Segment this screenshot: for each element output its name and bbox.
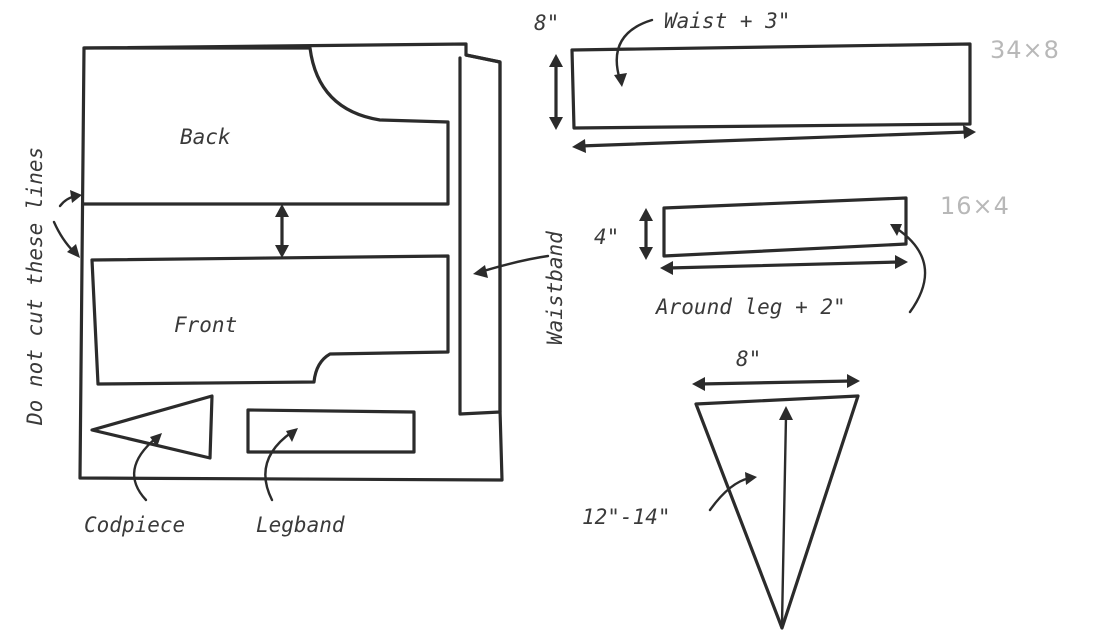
back-label: Back	[180, 125, 231, 149]
back-piece-outline	[82, 46, 450, 206]
do-not-cut-arrow-lower	[52, 220, 80, 258]
waistband-height-arrow	[549, 54, 563, 130]
waistband-label: Waistband	[543, 231, 567, 345]
legband-pencil-size: 16×4	[940, 192, 1010, 220]
legband-length-pointer	[890, 224, 927, 314]
legband-height-label: 4"	[594, 225, 619, 249]
codpiece-width-label: 8"	[736, 347, 761, 371]
codpiece-height-label: 12"-14"	[582, 505, 671, 529]
gap-dimension-arrow	[275, 204, 289, 258]
legband-length-arrow	[660, 255, 908, 275]
codpiece-height-arrow	[779, 406, 793, 626]
front-label: Front	[174, 313, 237, 337]
codpiece-width-arrow	[692, 374, 860, 391]
legband-length-label: Around leg + 2"	[654, 295, 846, 319]
waistband-pointer-arrow	[473, 254, 550, 278]
codpiece-pointer-arrow	[132, 433, 162, 502]
legband-height-arrow	[639, 208, 653, 260]
codpiece-piece-outline	[90, 394, 214, 460]
codpiece-label: Codpiece	[84, 513, 185, 537]
waistband-length-label: Waist + 3"	[664, 9, 790, 33]
do-not-cut-label: Do not cut these lines	[23, 147, 47, 426]
front-piece-outline	[90, 254, 450, 386]
waistband-length-pointer	[614, 18, 654, 87]
do-not-cut-arrow-upper	[58, 190, 82, 208]
waistband-strip-outline	[458, 53, 502, 416]
legband-label: Legband	[256, 513, 345, 537]
codpiece-triangle	[694, 394, 860, 630]
codpiece-height-pointer	[708, 472, 757, 512]
waistband-pencil-size: 34×8	[990, 36, 1060, 64]
legband-pointer-arrow	[264, 428, 298, 502]
waistband-rect	[570, 42, 972, 130]
legband-piece-outline	[246, 408, 416, 454]
waistband-height-label: 8"	[534, 11, 559, 35]
legband-rect	[662, 196, 908, 258]
waistband-length-arrow	[572, 125, 976, 153]
